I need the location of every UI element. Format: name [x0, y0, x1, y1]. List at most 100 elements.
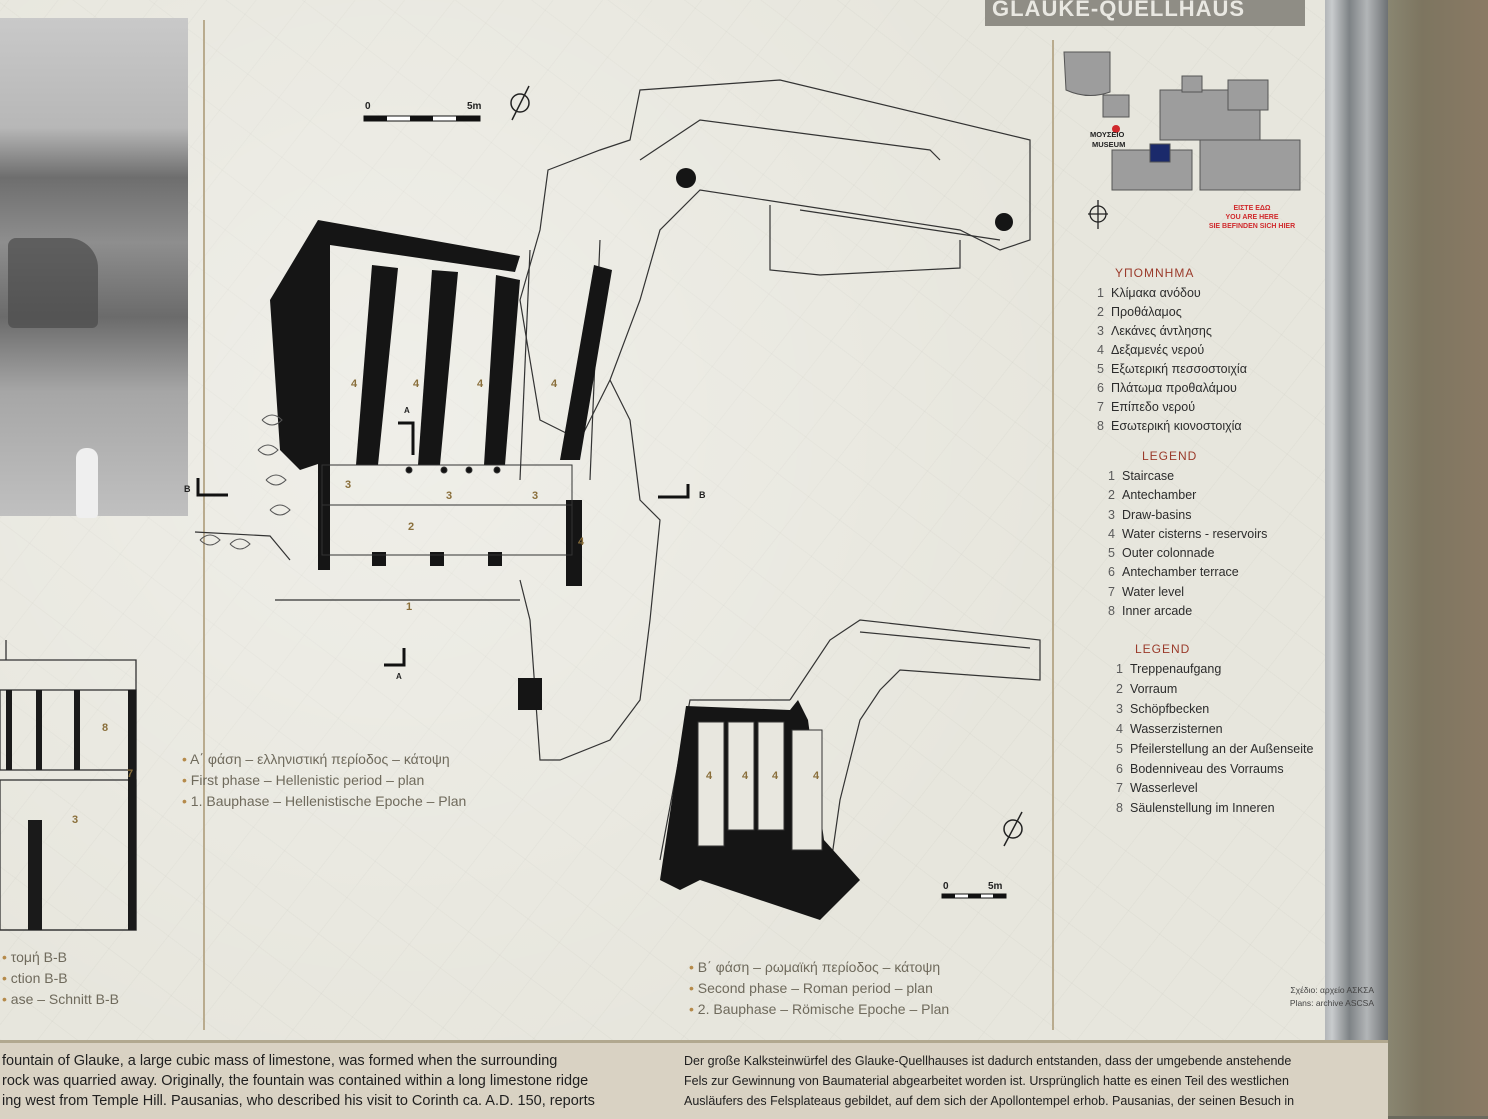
legend-item-number: 1 [1097, 286, 1104, 300]
plan1-number: 2 [408, 521, 415, 533]
plan1-number: 4 [351, 378, 358, 390]
scale-top-end: 5m [467, 101, 482, 112]
legend-item: 8 Εσωτερική κιονοστοιχία [1097, 417, 1247, 436]
section-a-bottom: A [396, 672, 402, 681]
legend-item: 7 Water level [1108, 583, 1267, 602]
legend-item-number: 2 [1108, 488, 1115, 503]
information-panel: GLAUKE-QUELLHAUS [0, 0, 1325, 1040]
photo-figure [76, 448, 98, 518]
scale-top-start: 0 [365, 101, 371, 112]
caption-line: 1. Bauphase – Hellenistische Epoche – Pl… [182, 791, 467, 812]
plan1-number: 4 [578, 536, 585, 548]
legend-item-text: Εσωτερική κιονοστοιχία [1111, 419, 1242, 433]
minimap-north-arrow [1088, 200, 1108, 229]
legend-item-number: 3 [1116, 701, 1123, 716]
you-are-here-label: ΕΙΣΤΕ ΕΔΩ YOU ARE HERE SIE BEFINDEN SICH… [1196, 204, 1308, 231]
caption-line: ction B-B [0, 968, 119, 989]
text-line: fountain of Glauke, a large cubic mass o… [2, 1053, 558, 1069]
here-de: SIE BEFINDEN SICH HIER [1208, 223, 1296, 230]
credits: Σχέδιο: αρχείο ΑΣΚΣΑ Plans: archive ASCS… [1228, 984, 1374, 1010]
plan2-outline [659, 619, 1041, 871]
legend-item-text: Outer colonnade [1122, 546, 1215, 561]
legend-item-number: 8 [1108, 604, 1115, 619]
legend-item-number: 7 [1116, 781, 1123, 796]
legend-item-text: Λεκάνες άντλησης [1111, 324, 1212, 338]
legend-item: 5 Pfeilerstellung an der Außenseite [1116, 740, 1313, 760]
historic-photo [0, 18, 188, 518]
plan2-number: 4 [772, 770, 779, 782]
text-line: rock was quarried away. Originally, the … [2, 1073, 589, 1089]
legend-item-number: 8 [1097, 419, 1104, 433]
legend-item-text: Antechamber terrace [1122, 565, 1239, 580]
legend-item-text: Water level [1122, 584, 1185, 599]
scale-bottom-end: 5m [988, 881, 1003, 892]
minimap-museum-en: MUSEUM [1092, 140, 1126, 149]
legend-item-text: Vorraum [1130, 681, 1178, 696]
section-walls [6, 690, 136, 930]
legend-item-number: 1 [1108, 469, 1115, 483]
section-number: 7 [127, 768, 134, 780]
legend-item: 6 Antechamber terrace [1108, 563, 1267, 582]
legend-item: 7 Επίπεδο νερού [1097, 398, 1247, 417]
legend-item: 1 Staircase [1108, 467, 1267, 486]
basin-row [321, 464, 573, 556]
legend-item-text: Επίπεδο νερού [1111, 400, 1196, 414]
rubble-wall [199, 414, 291, 550]
plan2-cisterns [697, 721, 823, 851]
legend-item-number: 7 [1097, 400, 1104, 414]
legend-item-text: Εξωτερική πεσσοστοιχία [1111, 362, 1247, 376]
caption-line: Second phase – Roman period – plan [689, 978, 949, 999]
legend-english-title: LEGEND [1142, 449, 1198, 463]
plan2-number: 4 [706, 770, 713, 782]
scale-bar-bottom [941, 893, 1007, 899]
caption-line: ase – Schnitt B-B [0, 989, 119, 1010]
legend-item-number: 5 [1116, 741, 1123, 756]
section-caption: τομή B-B ction B-B ase – Schnitt B-B [0, 947, 119, 1010]
text-line: Fels zur Gewinnung von Baumaterial abgea… [684, 1074, 1289, 1088]
plan1-caption: Α΄ φάση – ελληνιστική περίοδος – κάτοψη … [182, 749, 466, 812]
north-arrow-bottom [1003, 811, 1023, 847]
legend-item-text: Wasserzisternen [1130, 721, 1223, 736]
photo-rock [8, 238, 98, 328]
legend-item-number: 3 [1097, 324, 1104, 338]
divider-right [1052, 40, 1054, 1030]
metal-frame-post [1318, 0, 1388, 1116]
legend-item-number: 5 [1108, 546, 1115, 561]
plan2-caption: Β΄ φάση – ρωμαϊκή περίοδος – κάτοψη Seco… [689, 957, 949, 1020]
you-are-here-dot [1112, 125, 1120, 133]
plan1-number: 1 [406, 601, 413, 613]
legend-item-text: Säulenstellung im Inneren [1130, 801, 1275, 816]
here-gr: ΕΙΣΤΕ ΕΔΩ [1233, 205, 1271, 212]
section-b-left: B [184, 484, 191, 494]
text-line: ing west from Temple Hill. Pausanias, wh… [2, 1093, 595, 1109]
legend-german-title: LEGEND [1135, 642, 1191, 656]
legend-item-number: 2 [1097, 305, 1104, 319]
description-german: Der große Kalksteinwürfel des Glauke-Que… [684, 1051, 1294, 1111]
header-band [985, 0, 1305, 26]
caption-line: Α΄ φάση – ελληνιστική περίοδος – κάτοψη [182, 749, 466, 770]
section-drawing [0, 640, 137, 931]
plan1-number: 3 [532, 490, 539, 502]
legend-item-text: Pfeilerstellung an der Außenseite [1130, 741, 1314, 756]
legend-item-text: Staircase [1122, 469, 1175, 483]
legend-item-text: Bodenniveau des Vorraums [1130, 761, 1284, 776]
text-line: Ausläufers des Felsplateaus gebildet, au… [684, 1094, 1295, 1108]
section-number: 8 [102, 722, 109, 734]
plan1-number: 3 [446, 490, 453, 502]
credit-line: Σχέδιο: αρχείο ΑΣΚΣΑ [1290, 985, 1374, 995]
legend-item-number: 7 [1108, 584, 1115, 599]
legend-item-number: 6 [1108, 565, 1115, 580]
legend-item-text: Πλάτωμα προθαλάμου [1111, 381, 1237, 395]
legend-item: 3 Λεκάνες άντλησης [1097, 322, 1247, 341]
text-line: Der große Kalksteinwürfel des Glauke-Que… [684, 1054, 1292, 1068]
caption-line: τομή B-B [0, 947, 119, 968]
